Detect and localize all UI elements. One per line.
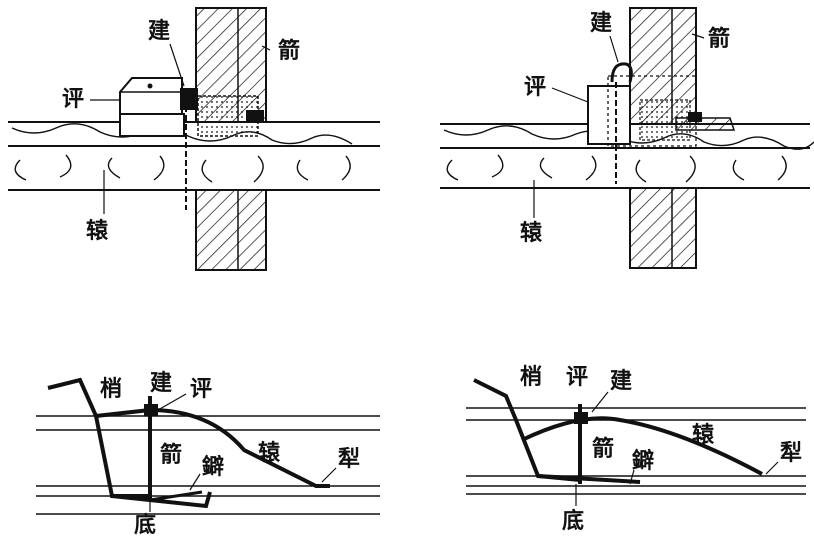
panel-top-left: 建 箭 评 辕 [8, 7, 380, 271]
label-rang: 辕 [520, 220, 543, 246]
label-ping: 评 [524, 74, 546, 100]
label-rang: 辕 [86, 218, 109, 244]
label-di: 底 [134, 512, 156, 538]
label-ping: 评 [190, 376, 212, 402]
label-jian-upper: 建 [610, 368, 632, 394]
panel-bottom-left: 梢 建 评 箭 辕 鐴 犁 底 [36, 370, 380, 538]
label-li: 犁 [780, 440, 802, 466]
ping-block [119, 77, 185, 137]
arrow-post-jian [195, 7, 267, 271]
ping-block [587, 75, 697, 147]
label-ping: 评 [566, 364, 588, 390]
label-shao: 梢 [100, 376, 122, 402]
label-shao: 梢 [520, 364, 542, 390]
label-di: 底 [562, 508, 584, 534]
plough-frame [47, 377, 330, 509]
label-jian-upper: 建 [590, 10, 612, 36]
plough-frame [473, 378, 763, 484]
label-jian-arrow: 箭 [278, 38, 300, 64]
soil-lines [466, 407, 806, 495]
label-rang: 辕 [258, 440, 281, 466]
label-jian-upper: 建 [148, 18, 170, 44]
label-li: 犁 [338, 446, 360, 472]
label-jian-arrow: 箭 [708, 26, 730, 52]
panel-bottom-right: 梢 评 建 箭 辕 鐴 犁 底 [466, 364, 806, 534]
panel-top-right: 建 箭 评 辕 [440, 7, 814, 269]
label-e: 鐴 [632, 448, 654, 474]
jian-wedge [610, 62, 736, 184]
beam-rang [8, 121, 380, 191]
label-jian-upper: 建 [150, 370, 172, 396]
label-jian-arrow: 箭 [592, 436, 614, 462]
label-rang: 辕 [692, 422, 715, 448]
label-jian-arrow: 箭 [160, 442, 182, 468]
jian-wedge [180, 88, 264, 210]
label-e: 鐴 [202, 454, 224, 480]
label-ping: 评 [62, 86, 84, 112]
